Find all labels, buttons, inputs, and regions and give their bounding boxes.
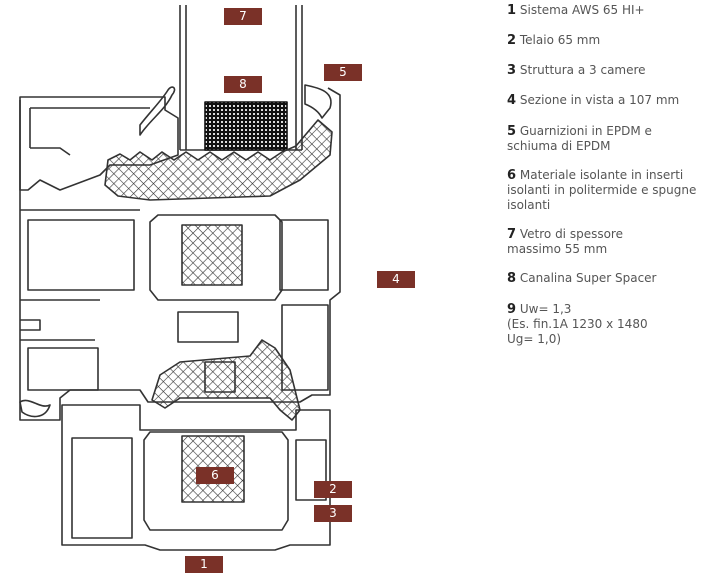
marker-4: 4: [377, 271, 415, 288]
gasket-right: [304, 84, 332, 119]
marker-2: 2: [314, 481, 352, 498]
insulating-band-lower: [151, 339, 301, 421]
legend-item: 5 Guarnizioni in EPDM e schiuma di EPDM: [507, 124, 652, 153]
window-profile-section-drawing: [19, 5, 341, 551]
insulating-band: [104, 119, 333, 201]
marker-6: 6: [196, 467, 234, 484]
legend-item: 3 Struttura a 3 camere: [507, 63, 646, 78]
thermal-insert-upper: [149, 214, 283, 301]
legend-item: 4 Sezione in vista a 107 mm: [507, 93, 680, 108]
gasket-left: [139, 86, 176, 136]
thermal-insert-lower: [143, 431, 289, 531]
frame-left: [19, 87, 341, 421]
marker-5: 5: [324, 64, 362, 81]
super-spacer: [204, 101, 288, 151]
frame-lower: [61, 404, 331, 551]
marker-7: 7: [224, 8, 262, 25]
marker-1: 1: [185, 556, 223, 573]
marker-3: 3: [314, 505, 352, 522]
legend-item: 8 Canalina Super Spacer: [507, 271, 657, 286]
legend-item: 7 Vetro di spessore massimo 55 mm: [507, 227, 623, 256]
legend-item: 2 Telaio 65 mm: [507, 33, 601, 48]
legend-item: 6 Materiale isolante in inserti isolanti…: [507, 168, 697, 212]
marker-8: 8: [224, 76, 262, 93]
legend-item: 1 Sistema AWS 65 HI+: [507, 3, 645, 18]
legend-item: 9 Uw= 1,3 (Es. fin.1A 1230 x 1480 Ug= 1,…: [507, 302, 648, 346]
